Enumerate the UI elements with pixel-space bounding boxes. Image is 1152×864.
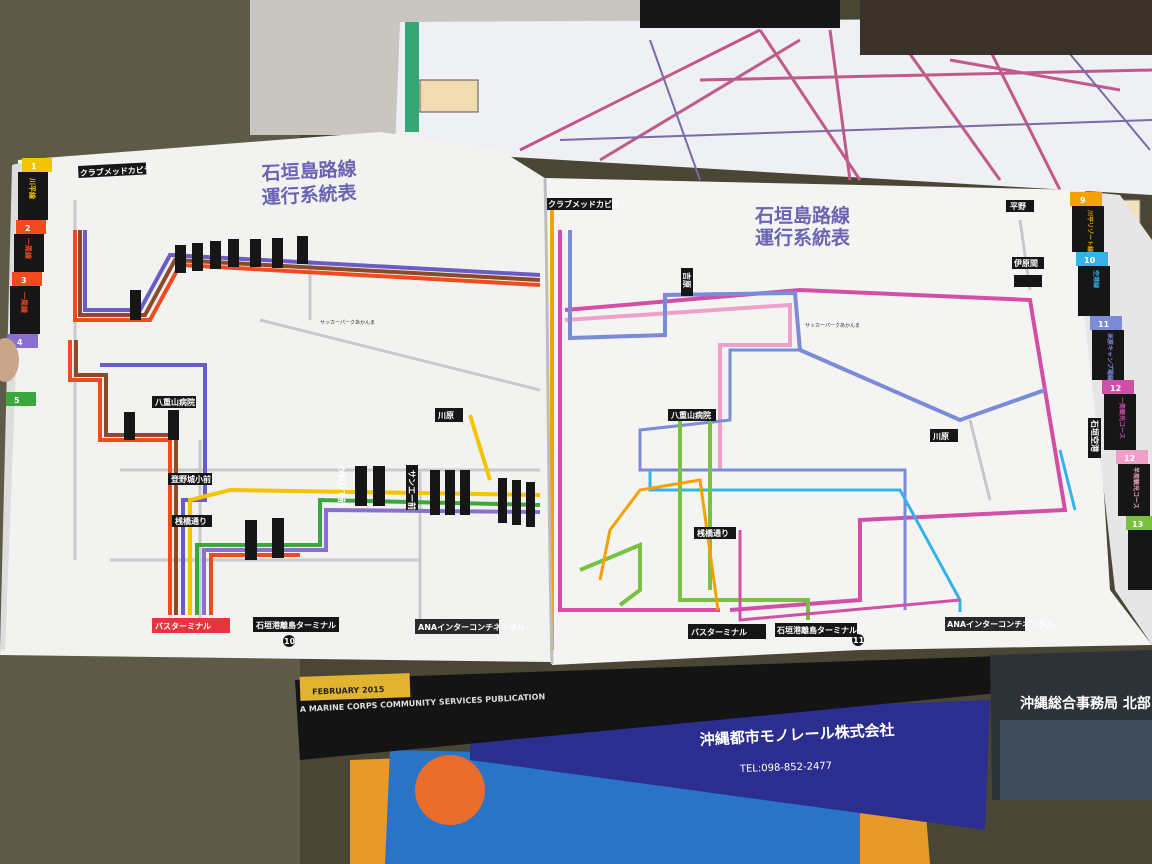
monorail-tel: TEL:098-852-2477 — [739, 761, 833, 775]
right-hirano: 平野 — [1010, 202, 1026, 211]
magazine-stack — [295, 650, 1152, 864]
route-tab-12a[interactable]: 12 — [1110, 384, 1121, 393]
right-hospital: 八重山病院 — [670, 410, 711, 420]
okinawa-office-title: 沖縄総合事務局 北部 — [1020, 695, 1151, 712]
route-tab-11-name: 米原キャンプ場線 — [1106, 333, 1114, 381]
route-tab-9[interactable]: 9 — [1080, 196, 1086, 205]
route-tab-10[interactable]: 10 — [1084, 256, 1096, 265]
right-top-stop: クラブメッドカビラ — [548, 199, 620, 209]
right-pier: 桟橋通り — [697, 528, 729, 538]
right-yoshihara: 吉原 — [682, 272, 692, 288]
left-school: 登野城小前 — [170, 474, 211, 484]
route-tab-10-name: 空港線 — [1092, 270, 1100, 288]
finger — [0, 338, 19, 382]
route-tab-3[interactable]: 3 — [21, 276, 27, 285]
route-tab-4[interactable]: 4 — [17, 338, 23, 347]
left-top-stop: クラブメッドカビラ — [80, 164, 152, 178]
left-page-number: 10 — [284, 637, 296, 646]
book-spine — [543, 177, 554, 665]
left-title-line1: 石垣島路線 — [260, 157, 357, 185]
route-tab-3-name: 一周線 — [20, 292, 29, 313]
left-page — [0, 132, 552, 662]
left-hospital: 八重山病院 — [154, 397, 195, 407]
toys-area — [860, 0, 1152, 55]
black-book-top — [640, 0, 840, 28]
right-title-line2: 運行系統表 — [755, 226, 851, 249]
left-soccer-park: サッカーパークあかんま — [320, 319, 375, 326]
left-kawahara: 川原 — [437, 411, 454, 420]
left-sanei: サンエー前 — [407, 470, 417, 510]
route-tab-12b-name: 半周観光コース — [1132, 467, 1140, 509]
right-port-terminal: 石垣港離島ターミナル — [776, 625, 857, 635]
route-tab-13[interactable]: 13 — [1132, 520, 1143, 529]
right-kawahara: 川原 — [932, 432, 949, 441]
left-port-terminal: 石垣港離島ターミナル — [255, 620, 336, 630]
route-tab-1[interactable]: 1 — [31, 162, 37, 171]
magazine-badge — [415, 755, 485, 825]
date-banner — [299, 673, 411, 701]
right-route-tabs: 9 10 11 12 12 13 川平リゾート線 空港線 米原キャンプ場線 一周… — [1080, 196, 1143, 529]
right-airport: 石垣空港 — [1090, 419, 1100, 453]
right-bus-terminal: バスターミナル — [691, 627, 747, 637]
right-ana-hotel: ANAインターコンチネンタル — [947, 619, 1054, 629]
route-tab-11[interactable]: 11 — [1098, 320, 1110, 329]
left-ana-hotel: ANAインターコンチネンタル — [418, 622, 525, 632]
route-tab-12b[interactable]: 12 — [1124, 454, 1135, 463]
monorail-magazine — [470, 700, 990, 830]
route-tab-5[interactable]: 5 — [14, 396, 20, 405]
left-pier: 桟橋通り — [175, 516, 207, 526]
right-title-line1: 石垣島路線 — [754, 204, 850, 227]
right-page-number: 11 — [853, 636, 865, 645]
route-tab-12a-name: 一周観光コース — [1118, 397, 1126, 439]
left-bus-terminal: バスターミナル — [155, 621, 211, 631]
left-route-tabs: 1 2 3 4 5 川平線 一周線 一周線 — [14, 162, 37, 405]
right-iharama: 伊原間 — [1013, 258, 1038, 268]
route-tab-1-name: 川平線 — [28, 177, 37, 199]
magazine-date: FEBRUARY 2015 — [312, 685, 385, 697]
route-tab-9-name: 川平リゾート線 — [1086, 209, 1094, 252]
route-tab-2[interactable]: 2 — [25, 224, 31, 233]
route-tab-2-name: 一周線 — [24, 238, 33, 259]
left-kanehide: かねひで前 — [337, 466, 347, 506]
right-soccer-park: サッカーパークあかんま — [805, 322, 860, 329]
right-page — [545, 178, 1152, 665]
mccs-magazine — [295, 655, 1030, 760]
left-title-line2: 運行系統表 — [261, 181, 358, 209]
